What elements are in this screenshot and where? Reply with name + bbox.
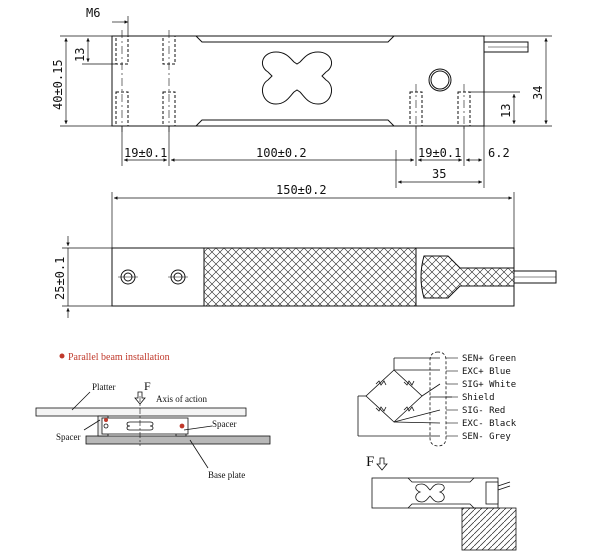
dim-seg-100: 100±0.2 bbox=[256, 146, 307, 160]
cable-hole bbox=[428, 68, 452, 92]
plan-view-dimensions bbox=[62, 192, 515, 318]
wire-labels: SEN+ Green EXC+ Blue SIG+ White Shield S… bbox=[462, 354, 517, 442]
threaded-holes-right bbox=[409, 91, 471, 127]
dim-hole-depth-left: 13 bbox=[73, 48, 87, 62]
clover-cutout-small bbox=[415, 483, 445, 503]
dim-seg-19-left: 19±0.1 bbox=[124, 146, 167, 160]
wire-label-sen-minus: SEN- Grey bbox=[462, 432, 511, 442]
dim-35: 35 bbox=[432, 167, 446, 181]
force-label-small: F bbox=[144, 379, 151, 393]
spacer-left-label: Spacer bbox=[56, 432, 81, 442]
wire-label-sig-plus: SIG+ White bbox=[462, 380, 516, 390]
installation-diagram: Parallel beam installation Platter F Axi… bbox=[35, 352, 271, 480]
front-view-dimensions bbox=[60, 16, 552, 188]
spacer-right-label: Spacer bbox=[212, 419, 237, 429]
wire-label-shield: Shield bbox=[462, 393, 495, 403]
platter bbox=[35, 407, 247, 417]
thread-label: M6 bbox=[86, 6, 100, 20]
threaded-holes-left bbox=[115, 35, 176, 127]
axis-label: Axis of action bbox=[156, 394, 207, 404]
bottom-recess bbox=[195, 119, 395, 127]
force-arrow-small bbox=[134, 391, 146, 405]
strain-gauge-cover bbox=[203, 247, 417, 307]
mount-diagram bbox=[371, 457, 517, 551]
cable-gland bbox=[420, 255, 515, 299]
top-recess bbox=[195, 35, 395, 43]
base-plate bbox=[85, 435, 271, 445]
plan-view-dim-text: 150±0.2 25±0.1 bbox=[53, 183, 327, 300]
load-cell-small bbox=[101, 417, 189, 435]
mark-left bbox=[103, 423, 109, 429]
cable-hole-inner bbox=[430, 70, 450, 90]
force-arrow-large bbox=[376, 457, 388, 471]
wire-label-sen-plus: SEN+ Green bbox=[462, 354, 516, 364]
front-view-dim-text: M6 13 40±0.15 34 13 19±0.1 100±0.2 19±0.… bbox=[51, 6, 545, 181]
load-cell-mounted bbox=[371, 477, 499, 509]
dim-seg-6-2: 6.2 bbox=[488, 146, 510, 160]
clover-cutout bbox=[261, 51, 333, 105]
load-cell-body-front bbox=[111, 35, 485, 127]
mark-right bbox=[179, 423, 185, 429]
force-label-large: F bbox=[366, 454, 374, 470]
dim-right-height: 34 bbox=[531, 86, 545, 100]
wheatstone-bridge bbox=[365, 369, 423, 423]
bullet-icon bbox=[59, 353, 65, 359]
cable-bundle bbox=[429, 351, 447, 447]
dim-seg-19-right: 19±0.1 bbox=[418, 146, 461, 160]
support-block bbox=[461, 507, 517, 551]
wire-label-exc-minus: EXC- Black bbox=[462, 419, 517, 429]
base-plate-label: Base plate bbox=[208, 470, 245, 480]
dim-width: 25±0.1 bbox=[53, 257, 67, 300]
front-view bbox=[111, 30, 529, 132]
wiring-diagram bbox=[357, 351, 458, 447]
plan-view bbox=[111, 247, 557, 307]
platter-label: Platter bbox=[92, 382, 116, 392]
wire-label-sig-minus: SIG- Red bbox=[462, 406, 505, 416]
dim-length: 150±0.2 bbox=[276, 183, 327, 197]
dim-height: 40±0.15 bbox=[51, 59, 65, 110]
dim-hole-depth-right: 13 bbox=[499, 104, 513, 118]
wire-label-exc-plus: EXC+ Blue bbox=[462, 367, 511, 377]
installation-title: Parallel beam installation bbox=[68, 352, 170, 363]
